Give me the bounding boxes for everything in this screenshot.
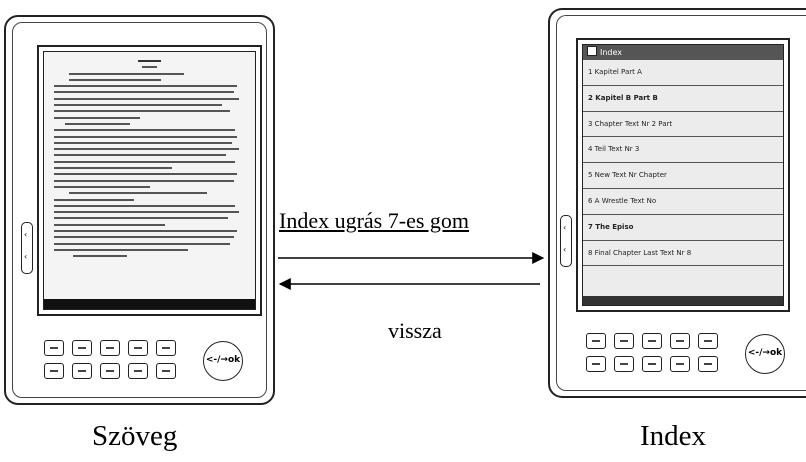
status-bar (583, 296, 783, 305)
text-line (54, 160, 236, 163)
text-line (54, 242, 230, 245)
index-menu-title: Index (600, 48, 623, 57)
index-list-item[interactable]: 2 Kapitel B Part B (583, 86, 783, 112)
text-line (54, 154, 226, 157)
device-bezel (556, 15, 806, 391)
index-list-item[interactable]: 3 Chapter Text Nr 2 Part (583, 112, 783, 138)
navigation-round-button[interactable]: <-/→ok (745, 334, 785, 374)
text-line (69, 192, 207, 195)
text-line (69, 78, 161, 81)
keypad-button[interactable] (100, 340, 120, 356)
keypad-button[interactable] (72, 340, 92, 356)
keypad-button[interactable] (586, 356, 606, 372)
text-line (54, 248, 188, 251)
text-line (54, 230, 238, 233)
text-view-caption: Szöveg (92, 420, 178, 452)
text-line (65, 122, 131, 125)
text-line (54, 110, 230, 113)
index-list-item[interactable]: 5 New Text Nr Chapter (583, 163, 783, 189)
ereader-device-index: ‹‹ Index 1 Kapitel Part A 2 Kapitel B Pa… (548, 8, 806, 398)
index-list-item[interactable]: 7 The Episo (583, 215, 783, 241)
keypad-button[interactable] (44, 340, 64, 356)
text-line (54, 211, 240, 214)
back-arrow-label: vissza (388, 318, 442, 343)
keypad-button[interactable] (586, 333, 606, 349)
keypad-button[interactable] (614, 356, 634, 372)
forward-arrow-label: Index ugrás 7-es gom (279, 208, 470, 233)
screen-frame (37, 45, 262, 316)
menu-checkbox-icon (587, 46, 597, 56)
text-line (54, 97, 240, 100)
text-line (54, 198, 135, 201)
text-line (54, 135, 238, 138)
text-line (54, 85, 238, 88)
keypad-button[interactable] (670, 356, 690, 372)
text-line (54, 116, 140, 119)
keypad-button[interactable] (128, 363, 148, 379)
keypad-button[interactable] (698, 333, 718, 349)
index-list-item[interactable]: 8 Final Chapter Last Text Nr 8 (583, 241, 783, 267)
keypad-button[interactable] (614, 333, 634, 349)
text-line (54, 91, 234, 94)
keypad-button[interactable] (128, 340, 148, 356)
text-line (54, 223, 165, 226)
index-menu-screen: Index 1 Kapitel Part A 2 Kapitel B Part … (582, 44, 784, 306)
keypad-button[interactable] (100, 363, 120, 379)
keypad-button[interactable] (642, 356, 662, 372)
keypad-button[interactable] (72, 363, 92, 379)
text-line (54, 179, 234, 182)
text-line (54, 167, 173, 170)
document-title-line (138, 60, 161, 62)
index-view-caption: Index (640, 420, 707, 452)
text-line (54, 141, 232, 144)
keypad-button[interactable] (156, 363, 176, 379)
keypad-button[interactable] (670, 333, 690, 349)
index-list-item[interactable]: 4 Teil Text Nr 3 (583, 137, 783, 164)
text-line (54, 104, 223, 107)
text-line (54, 173, 238, 176)
keypad (586, 333, 718, 372)
keypad-button[interactable] (642, 333, 662, 349)
document-subtitle-line (141, 66, 158, 69)
status-bar (44, 299, 255, 309)
index-list: 1 Kapitel Part A 2 Kapitel B Part B 3 Ch… (583, 60, 783, 267)
side-rocker-button[interactable]: ‹‹ (560, 215, 572, 267)
document-text-lines (54, 60, 245, 262)
side-rocker-button[interactable]: ‹‹ (21, 222, 33, 274)
navigation-round-button[interactable]: <-/→ok (203, 341, 243, 381)
device-bezel (12, 22, 267, 398)
text-line (54, 204, 236, 207)
text-line (54, 236, 234, 239)
keypad-button[interactable] (156, 340, 176, 356)
index-list-item[interactable]: 6 A Wrestle Text No (583, 189, 783, 215)
text-line (73, 255, 127, 258)
text-line (69, 72, 184, 75)
screen-frame: Index 1 Kapitel Part A 2 Kapitel B Part … (576, 38, 790, 312)
keypad (44, 340, 176, 379)
keypad-button[interactable] (44, 363, 64, 379)
text-line (54, 217, 228, 220)
text-line (54, 129, 236, 132)
text-page-screen (43, 51, 256, 310)
index-list-item[interactable]: 1 Kapitel Part A (583, 60, 783, 86)
index-menu-header: Index (583, 45, 783, 60)
keypad-button[interactable] (698, 356, 718, 372)
text-line (54, 148, 240, 151)
text-line (54, 185, 150, 188)
ereader-device-text: ‹‹ (4, 15, 275, 405)
